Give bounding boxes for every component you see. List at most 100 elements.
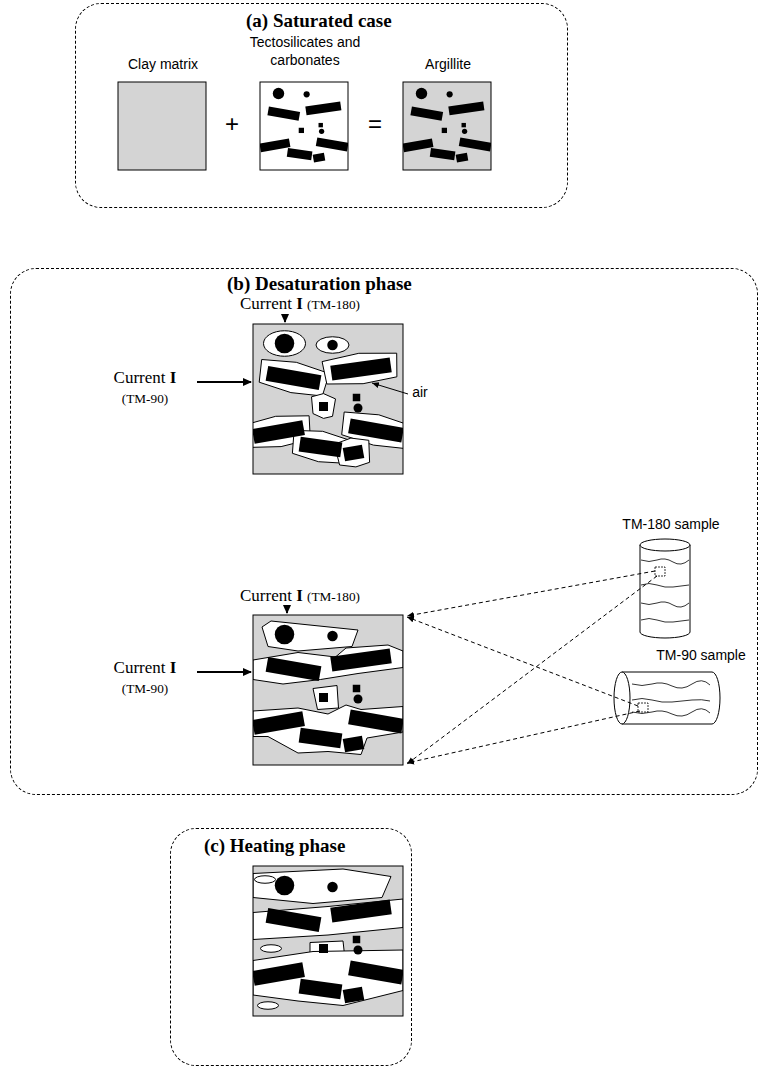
current-label: Current I (TM-90): [99, 368, 191, 407]
zoom-leader: [407, 576, 657, 764]
phase-panel: (c) Heating phase: [170, 828, 412, 1066]
current-arrow: [284, 314, 286, 322]
grain: [266, 366, 322, 390]
matrix: [253, 866, 403, 1016]
grain: [313, 153, 326, 163]
grain: [354, 404, 363, 413]
grain: [266, 908, 322, 932]
crack-line: [641, 584, 689, 588]
part-label-box: Argillite: [404, 56, 492, 74]
cylinder-top: [640, 539, 690, 551]
phase-panel: (a) Saturated caseClay matrixTectosilica…: [75, 3, 568, 208]
grain: [316, 137, 348, 151]
grain: [305, 102, 341, 116]
square-border: [118, 82, 206, 170]
air-gap: [264, 331, 306, 357]
square-border: [253, 615, 403, 765]
grain: [348, 418, 403, 442]
sample-square: [253, 615, 403, 765]
square-border: [403, 82, 491, 170]
grain: [275, 334, 295, 354]
air-gap: [253, 899, 403, 940]
grain: [319, 693, 328, 702]
air-gap: [253, 950, 403, 1006]
grain: [266, 657, 322, 681]
grain: [327, 631, 338, 642]
current-arrow: [197, 381, 251, 383]
core-sample: [640, 539, 690, 638]
square-border: [253, 866, 403, 1016]
sample-square: [118, 82, 206, 170]
crack-line: [641, 619, 689, 623]
panel-title: (a) Saturated case: [246, 10, 392, 32]
zoom-leader: [407, 571, 655, 616]
matrix: [403, 82, 491, 170]
grain: [327, 882, 338, 893]
panel-title: (c) Heating phase: [204, 835, 345, 857]
air-gap: [322, 353, 397, 384]
part-name: TM-90 sample: [645, 647, 757, 665]
grain: [343, 736, 365, 753]
air-gap: [259, 360, 329, 397]
current-label: Current I (TM-90): [99, 658, 191, 697]
part-label-box: TM-180 sample: [611, 516, 731, 534]
grain: [448, 102, 484, 116]
current-arrow: [197, 671, 251, 673]
crack-line: [632, 709, 710, 716]
air-gap: [316, 337, 349, 354]
air-gap: [313, 686, 339, 710]
grain: [353, 685, 361, 693]
sample-square: [260, 82, 348, 170]
grain: [299, 728, 343, 749]
grain: [330, 357, 392, 380]
air-gap: [253, 869, 391, 904]
grain: [319, 123, 323, 127]
current-label: Current I (TM-180): [190, 586, 410, 606]
grain: [275, 876, 295, 896]
grain: [442, 128, 447, 133]
symbol-label: =: [360, 110, 390, 138]
panel-title: (b) Desaturation phase: [227, 273, 412, 295]
square-border: [260, 82, 348, 170]
core-sample: [614, 672, 720, 724]
grain: [304, 91, 310, 97]
current-arrow: [286, 606, 288, 613]
grain: [319, 402, 328, 411]
grain: [462, 129, 467, 134]
air-gap: [253, 645, 403, 684]
cylinder-body: [622, 672, 720, 724]
grain: [253, 420, 305, 444]
grain: [353, 394, 361, 402]
grain: [343, 987, 365, 1004]
part-name: Tectosilicates and carbonates: [240, 34, 370, 69]
zoom-leader: [407, 617, 638, 706]
crack-line: [632, 699, 710, 703]
crack-line: [632, 681, 710, 688]
grain: [462, 123, 466, 127]
grain: [253, 711, 305, 735]
grain: [430, 148, 456, 160]
grain: [319, 944, 328, 953]
grain: [319, 129, 324, 134]
current-label: Current I (TM-180): [190, 294, 410, 314]
grain: [253, 962, 305, 986]
symbol-label: air: [405, 384, 435, 400]
grain: [354, 946, 363, 955]
grain: [353, 936, 361, 944]
grain: [456, 153, 469, 163]
sample-square: [403, 82, 491, 170]
matrix: [253, 615, 403, 765]
crack-line: [641, 602, 689, 607]
grain: [354, 695, 363, 704]
phase-panel: (b) Desaturation phaseTM-180 sampleTM-90…: [10, 268, 758, 795]
air-gap: [312, 394, 336, 419]
part-name: Argillite: [404, 56, 492, 74]
grain: [459, 137, 491, 151]
cylinder-body: [640, 545, 690, 638]
grain: [299, 437, 343, 458]
air-gap: [261, 945, 282, 953]
grain: [343, 445, 365, 462]
grain: [330, 899, 392, 922]
grain: [348, 709, 403, 733]
